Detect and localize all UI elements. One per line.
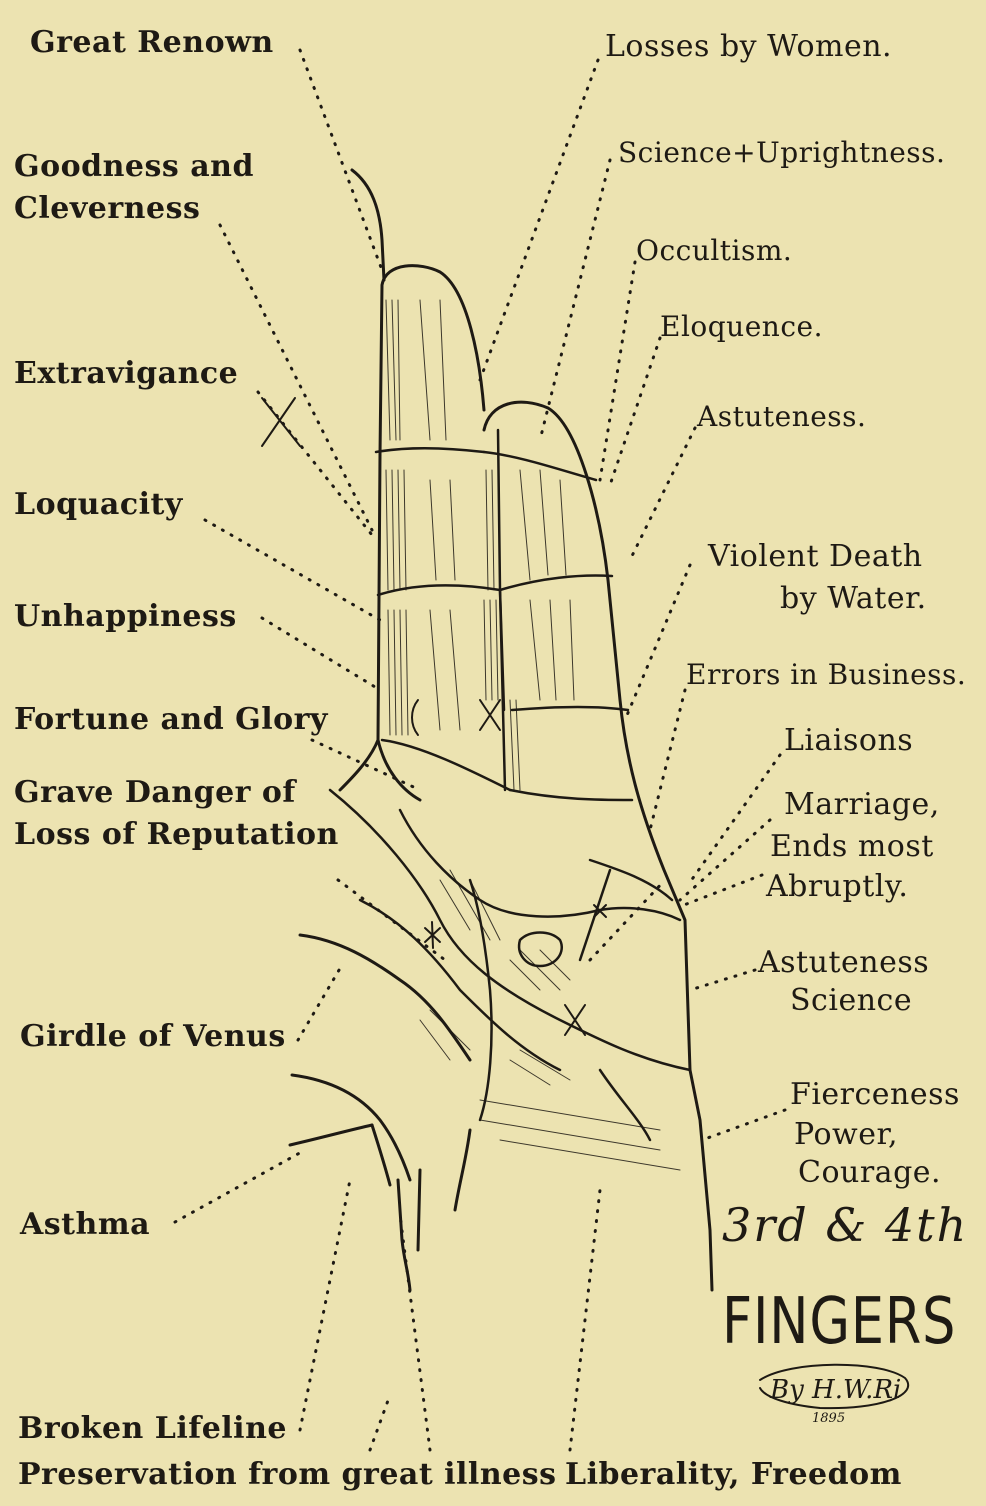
palm-lines: [330, 790, 690, 1140]
label-fierceness-line3: Courage.: [798, 1156, 941, 1190]
label-fortune-glory: Fortune and Glory: [14, 703, 328, 737]
label-marriage-line1: Marriage,: [784, 788, 940, 822]
label-great-renown: Great Renown: [30, 26, 274, 60]
finger-joints: [376, 430, 672, 900]
label-occultism: Occultism.: [636, 234, 792, 268]
label-eloquence: Eloquence.: [660, 310, 823, 344]
label-violent-death-line2: by Water.: [780, 582, 927, 616]
signature-year: 1895: [812, 1411, 845, 1426]
signature-text: By H.W.Ri: [770, 1375, 901, 1405]
label-marriage-line3: Abruptly.: [766, 870, 908, 904]
label-girdle-of-venus: Girdle of Venus: [20, 1020, 286, 1054]
label-preservation: Preservation from great illness: [18, 1458, 557, 1492]
label-fierceness-line1: Fierceness: [790, 1078, 960, 1112]
label-astuteness-science-line2: Science: [790, 984, 912, 1018]
label-liberality: Liberality, Freedom: [565, 1458, 902, 1492]
label-violent-death-line1: Violent Death: [708, 540, 923, 574]
label-broken-lifeline: Broken Lifeline: [18, 1412, 287, 1446]
label-losses-by-women: Losses by Women.: [605, 30, 892, 64]
label-marriage-line2: Ends most: [770, 830, 934, 864]
label-asthma: Asthma: [20, 1208, 150, 1242]
label-goodness-line2: Cleverness: [14, 192, 200, 226]
label-grave-danger-line2: Loss of Reputation: [14, 818, 339, 852]
label-extravigance: Extravigance: [14, 357, 238, 391]
title-main: FINGERS: [722, 1285, 956, 1359]
label-goodness-line1: Goodness and: [14, 150, 254, 184]
title-subtitle: 3rd & 4th: [722, 1198, 968, 1252]
label-grave-danger-line1: Grave Danger of: [14, 776, 296, 810]
label-astuteness-science-line1: Astuteness: [758, 946, 929, 980]
label-astuteness: Astuteness.: [697, 400, 866, 434]
label-errors-in-business: Errors in Business.: [686, 658, 966, 692]
label-science-uprightness: Science+Uprightness.: [618, 136, 945, 170]
finger-shading: [386, 300, 680, 1170]
label-liaisons: Liaisons: [784, 724, 913, 758]
label-unhappiness: Unhappiness: [14, 600, 237, 634]
label-fierceness-line2: Power,: [794, 1118, 898, 1152]
label-loquacity: Loquacity: [14, 488, 183, 522]
